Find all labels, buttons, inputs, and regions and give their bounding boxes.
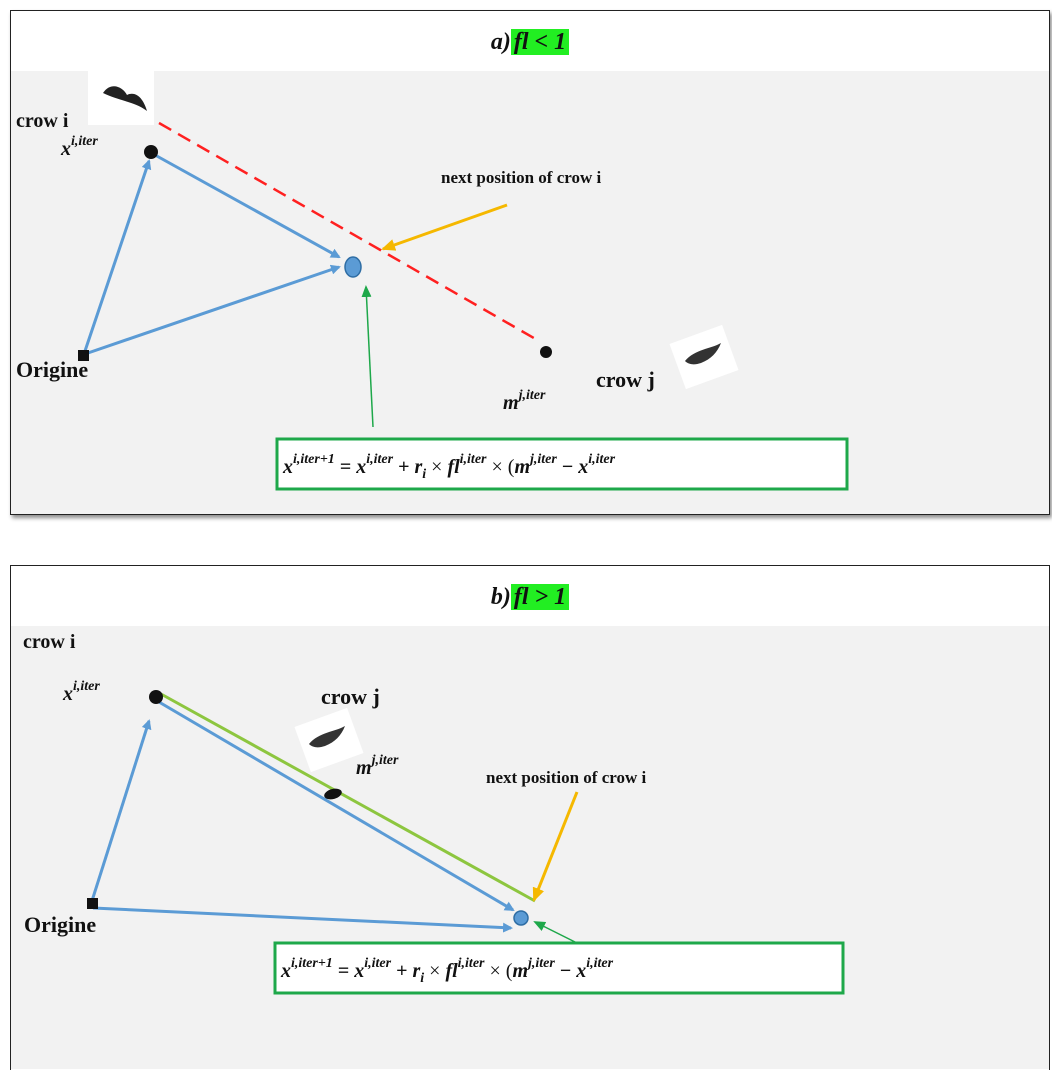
next-position-orange-arrow <box>532 791 579 902</box>
panel-a: a)fl < 1 <box>10 10 1050 515</box>
x-to-next-vector <box>158 700 515 912</box>
origin-to-next-vector <box>84 264 341 356</box>
panel-a-title-prefix: a) <box>490 29 511 55</box>
panel-b-title: b)fl > 1 <box>11 584 1049 611</box>
origin-point <box>78 350 89 361</box>
next-position-label: next position of crow i <box>441 168 602 187</box>
next-position-orange-arrow <box>381 203 508 251</box>
panel-b-title-condition: fl > 1 <box>510 584 570 610</box>
update-formula: xi,iter+1 = xi,iter + ri × fli,iter × (m… <box>280 956 614 986</box>
crow-i-label: crow i <box>16 110 69 132</box>
crow-silhouette-icon <box>88 71 154 125</box>
origin-to-next-vector <box>92 906 513 933</box>
crow-silhouette-icon <box>669 324 739 390</box>
origin-point <box>87 898 98 909</box>
formula-pointer-green-arrow <box>361 285 374 428</box>
update-formula-box: xi,iter+1 = xi,iter + ri × fli,iter × (m… <box>273 941 845 995</box>
panel-a-title-condition: fl < 1 <box>510 29 570 55</box>
x-iter-label: xi,iter <box>60 134 98 160</box>
next-position-label: next position of crow i <box>486 768 647 787</box>
crow-j-memory-point <box>324 788 342 800</box>
crow-path-dashed-line <box>158 121 540 343</box>
crow-j-memory-point <box>540 346 552 358</box>
crow-i-label: crow i <box>23 631 76 653</box>
crow-path-green-line <box>160 692 536 903</box>
crow-j-label: crow j <box>596 367 655 392</box>
update-formula: xi,iter+1 = xi,iter + ri × fli,iter × (m… <box>282 452 616 482</box>
crow-j-label: crow j <box>321 684 380 709</box>
m-iter-label: mj,iter <box>503 388 546 414</box>
origin-label: Origine <box>16 357 88 382</box>
x-iter-label: xi,iter <box>62 679 100 705</box>
m-iter-label: mj,iter <box>356 753 399 779</box>
panel-b-diagram: crow i xi,iter crow j mj,iter next posit… <box>11 626 1049 1069</box>
origin-label: Origine <box>24 912 96 937</box>
next-position-point <box>513 910 529 926</box>
panel-b-plot-background <box>11 626 1049 1069</box>
crow-silhouette-icon <box>294 707 364 773</box>
panel-b: b)fl > 1 <box>10 565 1050 1070</box>
panel-b-title-prefix: b) <box>490 584 511 610</box>
crow-i-position-point <box>144 145 158 159</box>
x-to-next-vector <box>154 153 341 259</box>
origin-to-x-vector <box>89 719 152 905</box>
crow-i-position-point <box>149 690 163 704</box>
panel-a-title: a)fl < 1 <box>11 29 1049 56</box>
panel-a-diagram: crow i xi,iter next position of crow i O… <box>11 71 1049 514</box>
origin-to-x-vector <box>83 159 152 352</box>
next-position-point <box>344 256 362 278</box>
update-formula-box: xi,iter+1 = xi,iter + ri × fli,iter × (m… <box>275 437 849 491</box>
